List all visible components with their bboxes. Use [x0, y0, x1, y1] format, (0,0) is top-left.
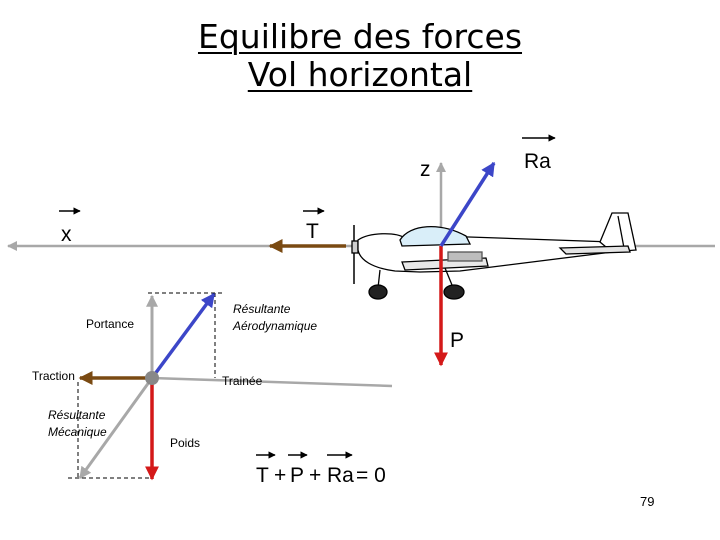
page-number: 79: [640, 494, 655, 509]
equation-t: T: [256, 464, 269, 487]
label-resultante-aero-1: Résultante: [233, 302, 291, 316]
label-t: T: [306, 220, 319, 243]
label-trainee: Trainée: [222, 374, 263, 388]
label-resultante-aero-2: Aérodynamique: [232, 319, 317, 333]
label-portance: Portance: [86, 317, 134, 331]
mechanical-resultant-vector: [78, 377, 154, 479]
label-ra: Ra: [524, 150, 551, 173]
label-resultante-meca-1: Résultante: [48, 408, 106, 422]
label-resultante-meca-2: Mécanique: [48, 425, 107, 439]
title-line-2: Vol horizontal: [247, 55, 473, 94]
aero-vector-ra: [439, 161, 496, 247]
airplane: [351, 212, 637, 300]
aerodynamic-resultant-vector: [150, 292, 216, 380]
equation-equals-zero: = 0: [356, 464, 386, 487]
label-poids: Poids: [170, 436, 200, 450]
equation-plus-2: +: [309, 464, 321, 487]
lower-horizontal-axis: [151, 376, 393, 388]
title-line-1: Equilibre des forces: [197, 17, 523, 56]
label-x: x: [61, 223, 72, 246]
center-of-gravity: [145, 371, 159, 385]
equation-p: P: [290, 464, 304, 487]
equation-plus-1: +: [274, 464, 286, 487]
label-traction: Traction: [32, 369, 75, 383]
label-z: z: [420, 158, 431, 181]
label-p: P: [450, 329, 464, 352]
equation-ra: Ra: [327, 464, 354, 487]
